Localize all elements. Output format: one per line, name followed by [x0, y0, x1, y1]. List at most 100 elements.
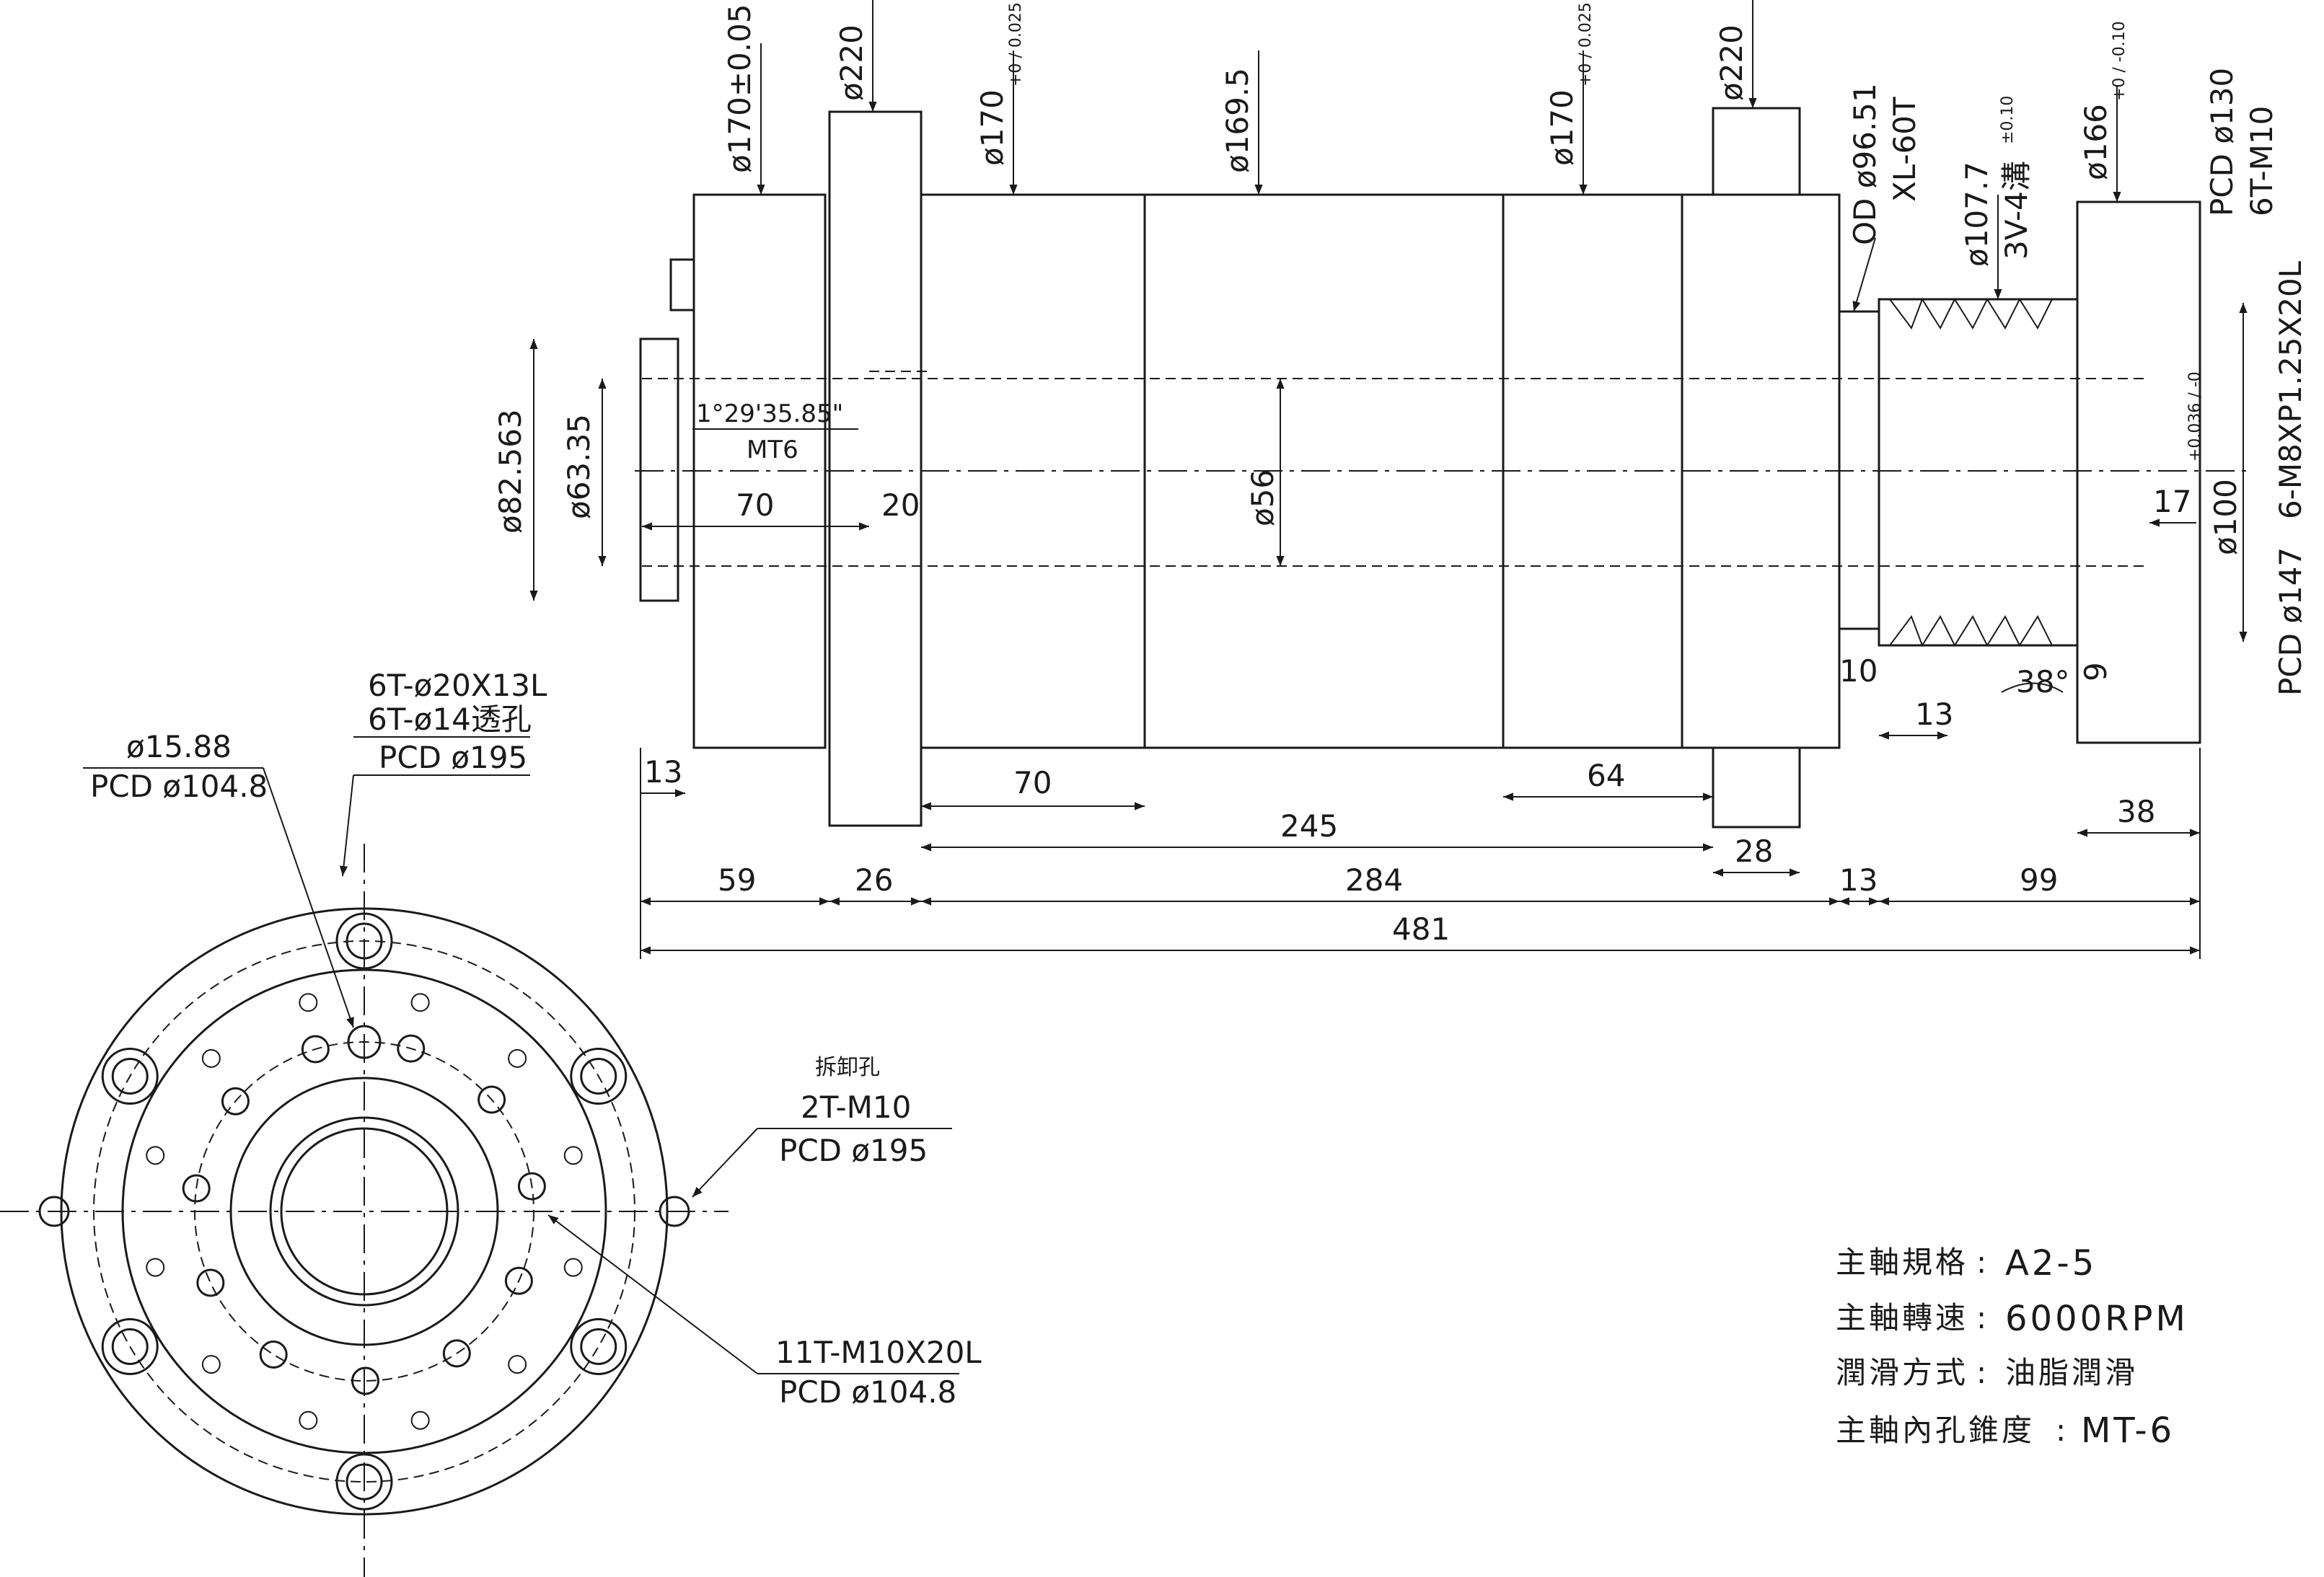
rear-bolt [669, 258, 695, 312]
pcd-195-circle [93, 940, 635, 1483]
side-view: ø170±0.05 ø220 ø170 +0 / 0.025 ø169.5 ø1… [493, 0, 2308, 959]
dim-front-body-diameter: ø170 [974, 89, 1010, 166]
dim-front-body-tol: +0 / 0.025 [1007, 2, 1025, 87]
dim-angle-38: 38° [2016, 664, 2069, 699]
bore-inner [269, 1116, 459, 1307]
dim-17: 17 [2153, 484, 2191, 519]
dim-rear-body-diameter: ø170 [1544, 89, 1580, 166]
spec-label-chuck: 主軸規格 [1836, 1245, 1968, 1280]
flange-bolt-hole [570, 1048, 628, 1105]
dim-taper-angle: 1°29'35.85" [696, 399, 843, 428]
dim-6t-m10: 6T-M10 [2244, 106, 2279, 216]
flange-bolt-hole [580, 1328, 617, 1365]
spindle-nose [2076, 200, 2201, 744]
dim-middle-diameter: ø169.5 [1220, 68, 1255, 173]
bore-core [280, 1127, 449, 1296]
pcd-104-circle [194, 1041, 534, 1382]
small-hole [299, 993, 318, 1012]
cap-lug-bottom [1712, 746, 1801, 829]
spec-colon: : [1976, 1300, 1989, 1335]
threaded-hole [477, 1085, 506, 1114]
leader-removal [692, 1128, 758, 1198]
dim-rear-body-tol: +0 / 0.025 [1577, 2, 1595, 87]
spec-value-taper: MT-6 [2081, 1410, 2175, 1451]
callout-flange-pcd: PCD ø195 [379, 740, 527, 775]
flange-bolt-hole [335, 1453, 393, 1511]
threaded-hole [221, 1087, 250, 1116]
dim-groove-diameter: ø107.7 [1959, 162, 1994, 267]
small-hole [201, 1048, 221, 1068]
dim-flange-diameter: ø220 [834, 25, 869, 101]
small-hole [146, 1258, 165, 1277]
flange-bolt-hole [580, 1058, 617, 1095]
spec-value-lube: 油脂潤滑 [2005, 1355, 2138, 1390]
flange-bolt-hole [111, 1328, 149, 1365]
dim-284: 284 [1345, 862, 1403, 898]
callout-flange-hole: 6T-ø20X13L [368, 668, 547, 703]
threaded-hole [442, 1339, 471, 1368]
dim-pcd-147: PCD ø147 [2273, 547, 2308, 696]
dim-nose-tol: +0 / -0.10 [2110, 21, 2129, 101]
callout-pin-diameter: ø15.88 [126, 729, 232, 764]
dim-front-cap-diameter: ø220 [1714, 25, 1749, 101]
small-hole [563, 1146, 583, 1165]
dim-rear-diameter: ø170±0.05 [722, 4, 757, 173]
spec-label-lube: 潤滑方式 [1836, 1355, 1968, 1390]
dim-26: 26 [855, 862, 893, 898]
angle-arc-38 [2001, 682, 2064, 693]
leader-flange [339, 774, 354, 877]
flange-bolt-hole [345, 1463, 383, 1501]
end-view: 6T-ø20X13L 6T-ø14透孔 PCD ø195 ø15.88 PCD … [0, 668, 982, 1577]
rear-body [692, 193, 827, 749]
threaded-hole [259, 1340, 288, 1369]
bolt-holes [38, 912, 690, 1511]
spec-colon: : [1976, 1355, 1989, 1390]
body-outline [121, 968, 607, 1454]
dim-pulley-od: OD ø96.51 [1847, 83, 1883, 245]
dim-nose-100-tol: +0.036 / -0 [2186, 371, 2204, 461]
callout-removal-title: 拆卸孔 [815, 1055, 880, 1080]
callout-pin-pcd: PCD ø104.8 [90, 769, 268, 804]
dim-nose-diameter: ø166 [2078, 104, 2113, 180]
spec-table: 主軸規格 : A2-5 主軸轉速 : 6000RPM 潤滑方式 : 油脂潤滑 主… [1836, 1243, 2186, 1451]
dim-28: 28 [1735, 834, 1773, 869]
spec-label-speed: 主軸轉速 [1836, 1300, 1968, 1335]
spec-colon: : [2056, 1413, 2069, 1448]
mounting-flange [828, 110, 923, 827]
dim-13-bottom: 13 [1839, 862, 1878, 898]
dim-bore-len-20: 20 [881, 487, 920, 523]
threaded-hole [397, 1034, 426, 1063]
dim-bore-63: ø63.35 [561, 414, 597, 519]
dim-thread: 6-M8XP1.25X20L [2273, 260, 2308, 519]
spec-value-chuck: A2-5 [2005, 1243, 2097, 1284]
dim-13b: 13 [1915, 697, 1953, 732]
spec-label-taper: 主軸內孔錐度 [1836, 1413, 2035, 1448]
v-belt-pulley [1878, 297, 2079, 648]
leader-thread [547, 1214, 758, 1374]
threaded-hole [517, 1172, 546, 1201]
flange-bolt-hole [101, 1048, 159, 1105]
flange-bolt-hole [101, 1318, 159, 1375]
dim-13: 13 [644, 754, 682, 790]
dim-38: 38 [2117, 794, 2155, 829]
thread-holes [146, 993, 583, 1430]
small-hole [508, 1048, 527, 1068]
dim-10: 10 [1839, 653, 1878, 689]
dim-bore-82: ø82.563 [493, 409, 528, 534]
cap-lug-top [1712, 107, 1801, 196]
dim-99: 99 [2020, 862, 2058, 898]
callout-thread-holes: 11T-M10X20L [775, 1335, 982, 1370]
dim-taper-mt6: MT6 [747, 436, 798, 464]
small-hole [508, 1355, 527, 1374]
removal-hole [659, 1196, 690, 1227]
bottom-dim-lines [640, 748, 2201, 959]
dim-belt-type: XL-60T [1887, 97, 1922, 202]
threaded-hole [182, 1174, 211, 1203]
flange-bolt-hole [570, 1318, 628, 1375]
small-hole [146, 1146, 165, 1165]
callout-thread-pcd: PCD ø104.8 [779, 1374, 956, 1410]
dim-v-belt: 3V-4溝 [1999, 161, 2034, 260]
callout-removal-pcd: PCD ø195 [779, 1133, 928, 1168]
dim-nose-100: ø100 [2208, 479, 2243, 555]
